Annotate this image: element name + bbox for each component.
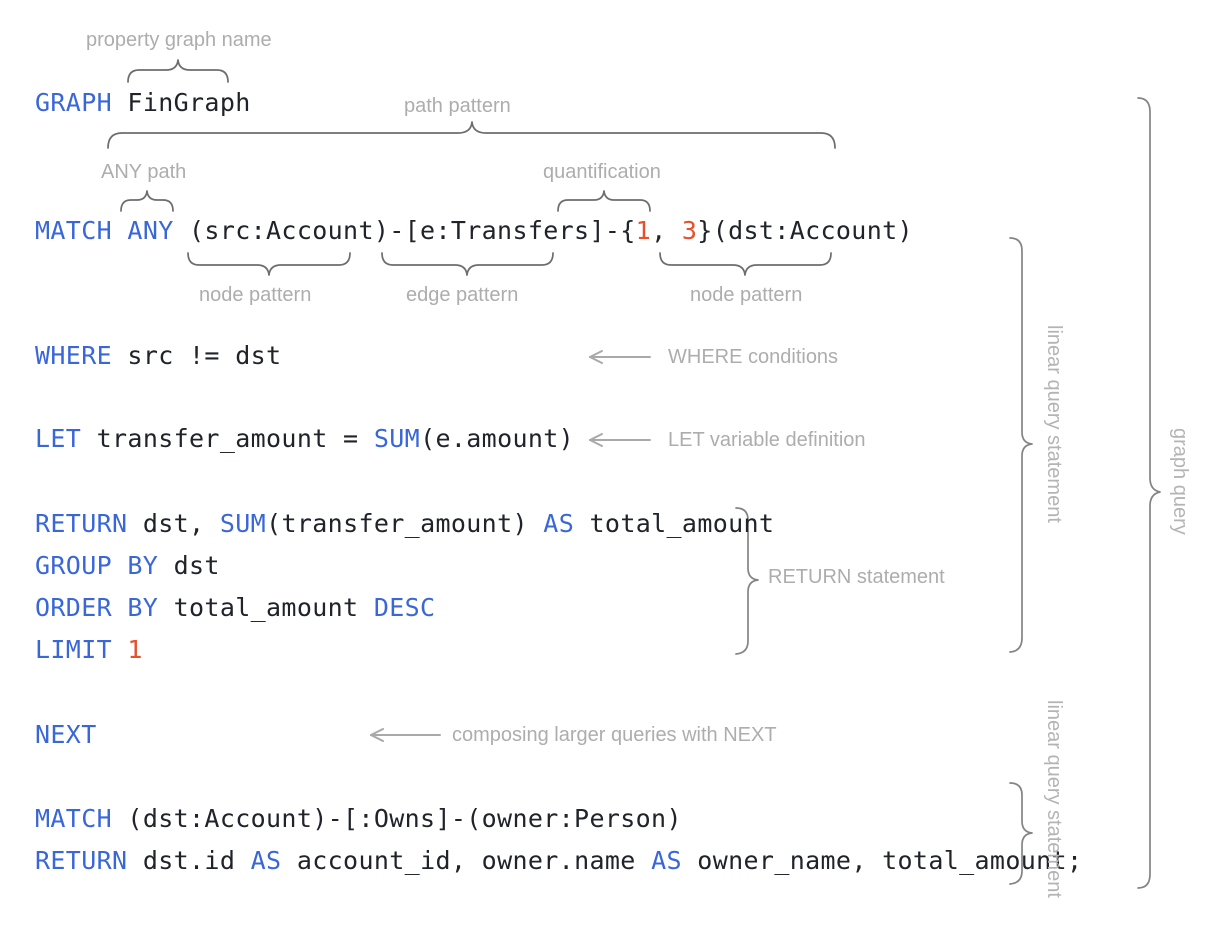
brace-any-path [120,190,174,212]
brace-quantification [557,190,651,212]
path-pattern-suffix: }(dst:Account) [697,216,913,245]
label-let-variable-definition: LET variable definition [668,429,866,451]
let-variable: transfer_amount = [81,424,374,453]
return-items-1: dst, [127,509,220,538]
label-node-pattern-left: node pattern [199,284,312,306]
path-pattern-prefix: (src:Account)-[e:Transfers]-{ [173,216,636,245]
arrow-composing-next [370,728,441,742]
limit-value: 1 [127,635,143,664]
label-linear-query-statement-2: linear query statement [1043,700,1065,898]
return-2-item-2: account_id, owner.name [281,846,652,875]
keyword-let: LET [35,424,82,453]
quantifier-upper-bound: 3 [681,216,698,245]
code-line-next: NEXT [35,720,97,750]
keyword-desc: DESC [373,593,436,622]
keyword-return: RETURN [35,509,128,538]
where-expression: src != dst [112,341,282,370]
label-quantification: quantification [543,161,661,183]
keyword-as-3: AS [651,846,682,875]
code-line-order-by: ORDER BY total_amount DESC [35,593,435,623]
function-sum: SUM [373,424,421,453]
group-by-key: dst [158,551,220,580]
code-line-limit: LIMIT 1 [35,635,143,665]
label-return-statement: RETURN statement [768,566,945,588]
brace-graph-query [1137,97,1161,889]
function-sum-2: SUM [219,509,267,538]
return-alias: total_amount [574,509,775,538]
code-line-match-2: MATCH (dst:Account)-[:Owns]-(owner:Perso… [35,804,682,834]
label-where-conditions: WHERE conditions [668,346,839,368]
graph-name: FinGraph [112,88,251,117]
code-line-group-by: GROUP BY dst [35,551,220,581]
code-line-where: WHERE src != dst [35,341,281,371]
return-2-item-3: owner_name, total_amount; [681,846,1083,875]
brace-node-pattern-left [187,252,351,276]
label-graph-query: graph query [1169,428,1191,535]
label-any-path: ANY path [101,161,187,183]
return-2-item-1: dst.id [127,846,251,875]
brace-property-graph-name [127,59,229,83]
code-line-match-1: MATCH ANY (src:Account)-[e:Transfers]-{1… [35,216,913,246]
code-line-let: LET transfer_amount = SUM(e.amount) [35,424,574,454]
keyword-any: ANY [112,216,174,245]
label-property-graph-name: property graph name [86,29,272,51]
code-line-return-1: RETURN dst, SUM(transfer_amount) AS tota… [35,509,774,539]
label-linear-query-statement-1: linear query statement [1043,325,1065,523]
code-line-graph: GRAPH FinGraph [35,88,251,118]
label-path-pattern: path pattern [404,95,511,117]
quantifier-separator: , [651,216,682,245]
quantifier-lower-bound: 1 [635,216,652,245]
keyword-limit: LIMIT [35,635,113,664]
keyword-order-by: ORDER BY [35,593,159,622]
keyword-next: NEXT [35,720,97,749]
label-composing-next: composing larger queries with NEXT [452,724,777,746]
arrow-let-variable-definition [589,433,651,447]
brace-node-pattern-right [659,252,832,276]
keyword-graph: GRAPH [35,88,113,117]
keyword-match-2: MATCH [35,804,113,833]
limit-space [112,635,127,664]
keyword-group-by: GROUP BY [35,551,159,580]
keyword-as-2: AS [250,846,282,875]
brace-edge-pattern [381,252,554,276]
keyword-return-2: RETURN [35,846,128,875]
brace-path-pattern [107,121,836,149]
keyword-as: AS [543,509,575,538]
match-2-pattern: (dst:Account)-[:Owns]-(owner:Person) [112,804,682,833]
keyword-where: WHERE [35,341,113,370]
label-edge-pattern: edge pattern [406,284,519,306]
label-node-pattern-right: node pattern [690,284,803,306]
code-line-return-2: RETURN dst.id AS account_id, owner.name … [35,846,1082,876]
return-items-2: (transfer_amount) [266,509,544,538]
arrow-where-conditions [589,350,651,364]
let-expression: (e.amount) [420,424,575,453]
brace-linear-query-statement-1 [1009,237,1033,653]
order-by-key: total_amount [158,593,374,622]
keyword-match: MATCH [35,216,113,245]
